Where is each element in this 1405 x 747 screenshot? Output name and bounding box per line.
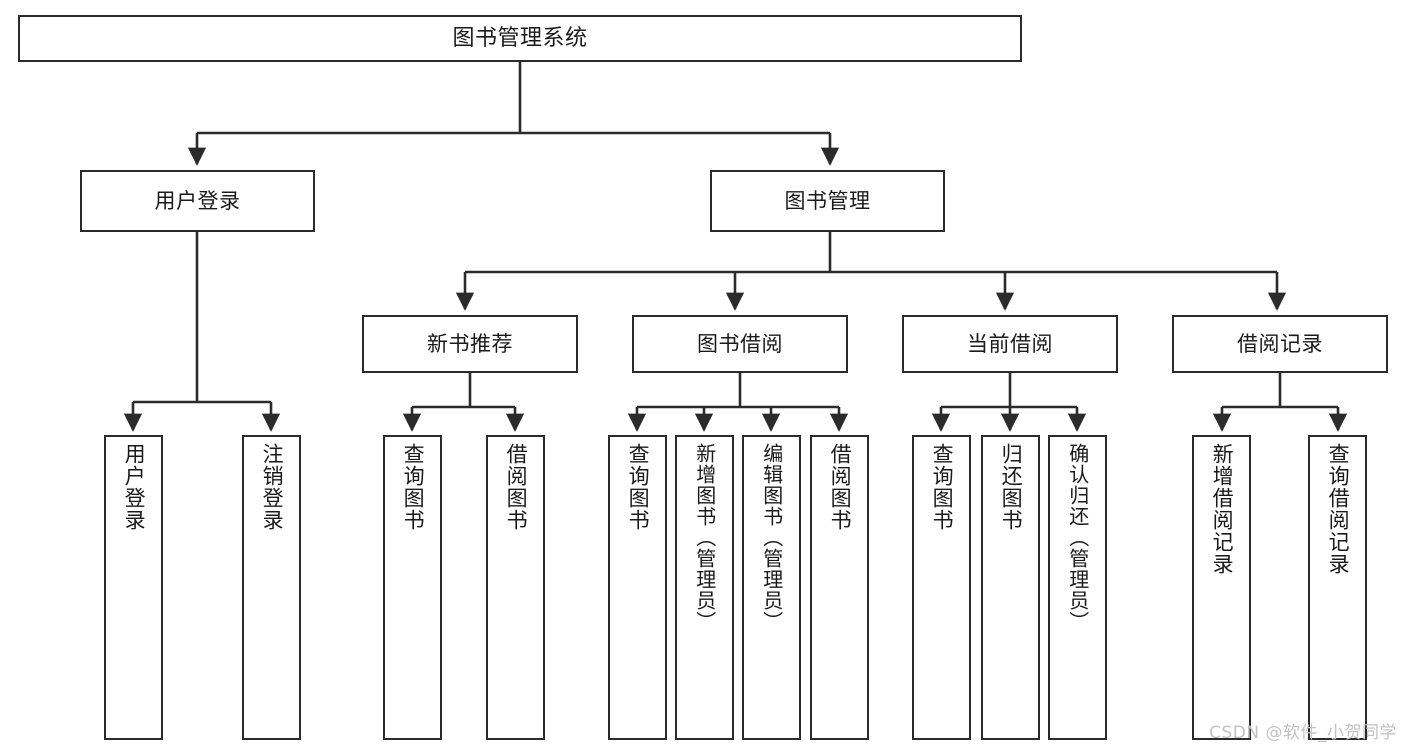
node-label: 查询图书 bbox=[626, 443, 651, 531]
leaf-query-books-current[interactable]: 查询图书 bbox=[912, 435, 971, 740]
node-label: 借阅图书 bbox=[828, 443, 853, 531]
node-label: 借阅记录 bbox=[1237, 331, 1323, 356]
leaf-query-books-newbook[interactable]: 查询图书 bbox=[383, 435, 442, 740]
leaf-borrow-books[interactable]: 借阅图书 bbox=[810, 435, 869, 740]
node-label: 当前借阅 bbox=[967, 331, 1053, 356]
node-label: 新书推荐 bbox=[427, 331, 513, 356]
leaf-add-borrowing-record[interactable]: 新增借阅记录 bbox=[1192, 435, 1251, 740]
node-label: 归还图书 bbox=[999, 443, 1024, 531]
leaf-logout[interactable]: 注销登录 bbox=[242, 435, 301, 740]
leaf-borrow-books-newbook[interactable]: 借阅图书 bbox=[486, 435, 545, 740]
leaf-query-books-borrow[interactable]: 查询图书 bbox=[608, 435, 667, 740]
node-label: 查询图书 bbox=[930, 443, 955, 531]
node-label: 查询图书 bbox=[401, 443, 426, 531]
leaf-confirm-return-admin[interactable]: 确认归还（管理员） bbox=[1048, 435, 1107, 740]
node-book-management[interactable]: 图书管理 bbox=[710, 170, 945, 232]
node-label: 注销登录 bbox=[260, 443, 285, 531]
node-label: 图书管理系统 bbox=[452, 25, 588, 51]
node-label: 借阅图书 bbox=[504, 443, 529, 531]
node-borrowing-records[interactable]: 借阅记录 bbox=[1172, 315, 1388, 373]
node-user-login[interactable]: 用户登录 bbox=[80, 170, 315, 232]
node-label: 用户登录 bbox=[122, 443, 147, 531]
leaf-return-books[interactable]: 归还图书 bbox=[981, 435, 1040, 740]
leaf-edit-book-admin[interactable]: 编辑图书（管理员） bbox=[742, 435, 801, 740]
node-label: 查询借阅记录 bbox=[1326, 443, 1351, 575]
csdn-watermark: CSDN @软件_小贺同学 bbox=[1209, 723, 1397, 743]
leaf-add-book-admin[interactable]: 新增图书（管理员） bbox=[675, 435, 734, 740]
node-label: 用户登录 bbox=[154, 188, 241, 213]
node-label: 图书管理 bbox=[784, 188, 871, 213]
node-label: 编辑图书（管理员） bbox=[759, 443, 784, 632]
node-label: 新增图书（管理员） bbox=[692, 443, 717, 632]
node-label: 图书借阅 bbox=[697, 331, 783, 356]
node-new-book-recommendation[interactable]: 新书推荐 bbox=[362, 315, 578, 373]
node-root-book-management-system[interactable]: 图书管理系统 bbox=[18, 15, 1022, 62]
node-label: 确认归还（管理员） bbox=[1065, 443, 1090, 632]
node-book-borrowing[interactable]: 图书借阅 bbox=[632, 315, 848, 373]
node-current-borrowing[interactable]: 当前借阅 bbox=[902, 315, 1118, 373]
node-label: 新增借阅记录 bbox=[1210, 443, 1235, 575]
leaf-user-login[interactable]: 用户登录 bbox=[104, 435, 163, 740]
leaf-query-borrowing-record[interactable]: 查询借阅记录 bbox=[1308, 435, 1367, 740]
